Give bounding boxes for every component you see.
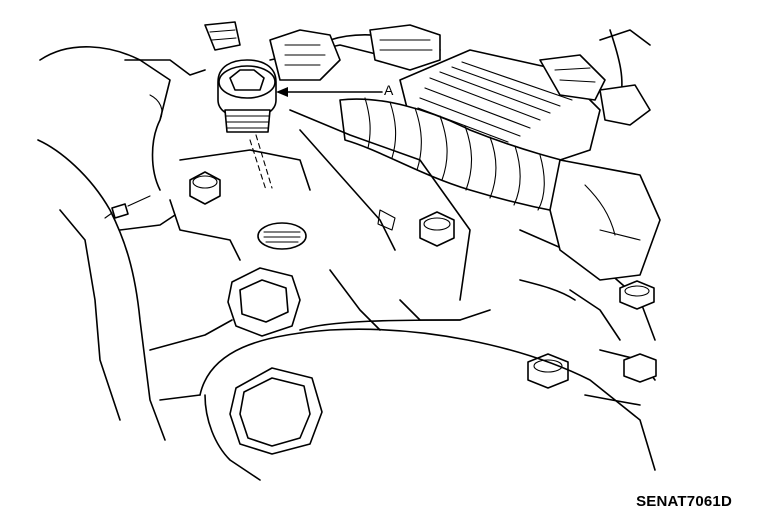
figure-code: SENAT7061D <box>636 493 732 510</box>
bolt-bottom-right-edge <box>623 353 657 383</box>
installation-axis <box>249 134 273 191</box>
callout-leader <box>276 87 383 97</box>
bolt-middle-large <box>227 267 301 337</box>
bolt-left <box>189 171 221 205</box>
wire-clip <box>104 195 151 219</box>
bolt-right-upper <box>419 211 455 247</box>
top-connectors <box>204 21 441 81</box>
bolt-lower-right <box>527 353 569 389</box>
bolts <box>189 171 657 455</box>
callout-letter: A <box>384 82 394 98</box>
drain-plug <box>217 59 277 133</box>
corrugated-hose <box>339 97 661 281</box>
bolt-far-right <box>619 280 655 310</box>
threaded-hole <box>257 222 307 250</box>
valve-body-plate <box>289 109 471 301</box>
lower-bracket <box>149 319 656 481</box>
bolt-bottom-large <box>229 367 323 455</box>
